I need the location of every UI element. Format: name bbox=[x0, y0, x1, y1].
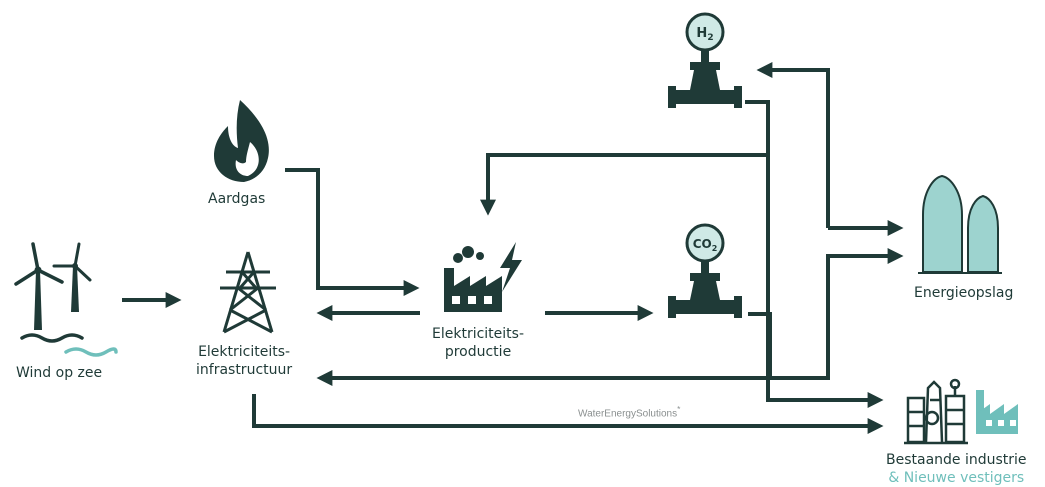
arrow-aardgas-to-productie bbox=[285, 168, 420, 296]
arrow-h2-to-industrie bbox=[745, 100, 884, 408]
label-aardgas: Aardgas bbox=[208, 191, 266, 207]
arrow-opslag-to-h2 bbox=[756, 62, 830, 228]
label-energieopslag: Energieopslag bbox=[914, 285, 1014, 301]
storage-tank-icon bbox=[918, 174, 1002, 274]
pylon-icon bbox=[220, 251, 276, 334]
co2-symbol: CO2 bbox=[693, 237, 718, 253]
label-elektriciteits-productie: Elektriciteits- productie bbox=[432, 326, 525, 360]
arrow-h2-to-productie bbox=[480, 153, 768, 216]
label-industrie: Bestaande industrie & Nieuwe vestigers bbox=[886, 452, 1027, 486]
label-wind-op-zee: Wind op zee bbox=[16, 365, 103, 381]
h2-symbol: H2 bbox=[696, 26, 713, 43]
pipe-valve-icon bbox=[668, 12, 742, 108]
watermark: WaterEnergySolutions* bbox=[578, 404, 681, 420]
factory-bolt-icon bbox=[444, 242, 522, 312]
flame-icon bbox=[214, 100, 269, 182]
label-elektriciteits-infrastructuur: Elektriciteits- infrastructuur bbox=[196, 344, 293, 378]
arrow-infra-to-industrie bbox=[252, 394, 884, 434]
refinery-icon bbox=[904, 378, 968, 445]
waves-icon bbox=[20, 333, 118, 357]
pipe-valve-icon bbox=[668, 223, 742, 318]
arrow-co2-to-opslag bbox=[748, 248, 904, 380]
factory-icon bbox=[976, 390, 1018, 434]
wind-turbine-icon bbox=[14, 242, 92, 330]
